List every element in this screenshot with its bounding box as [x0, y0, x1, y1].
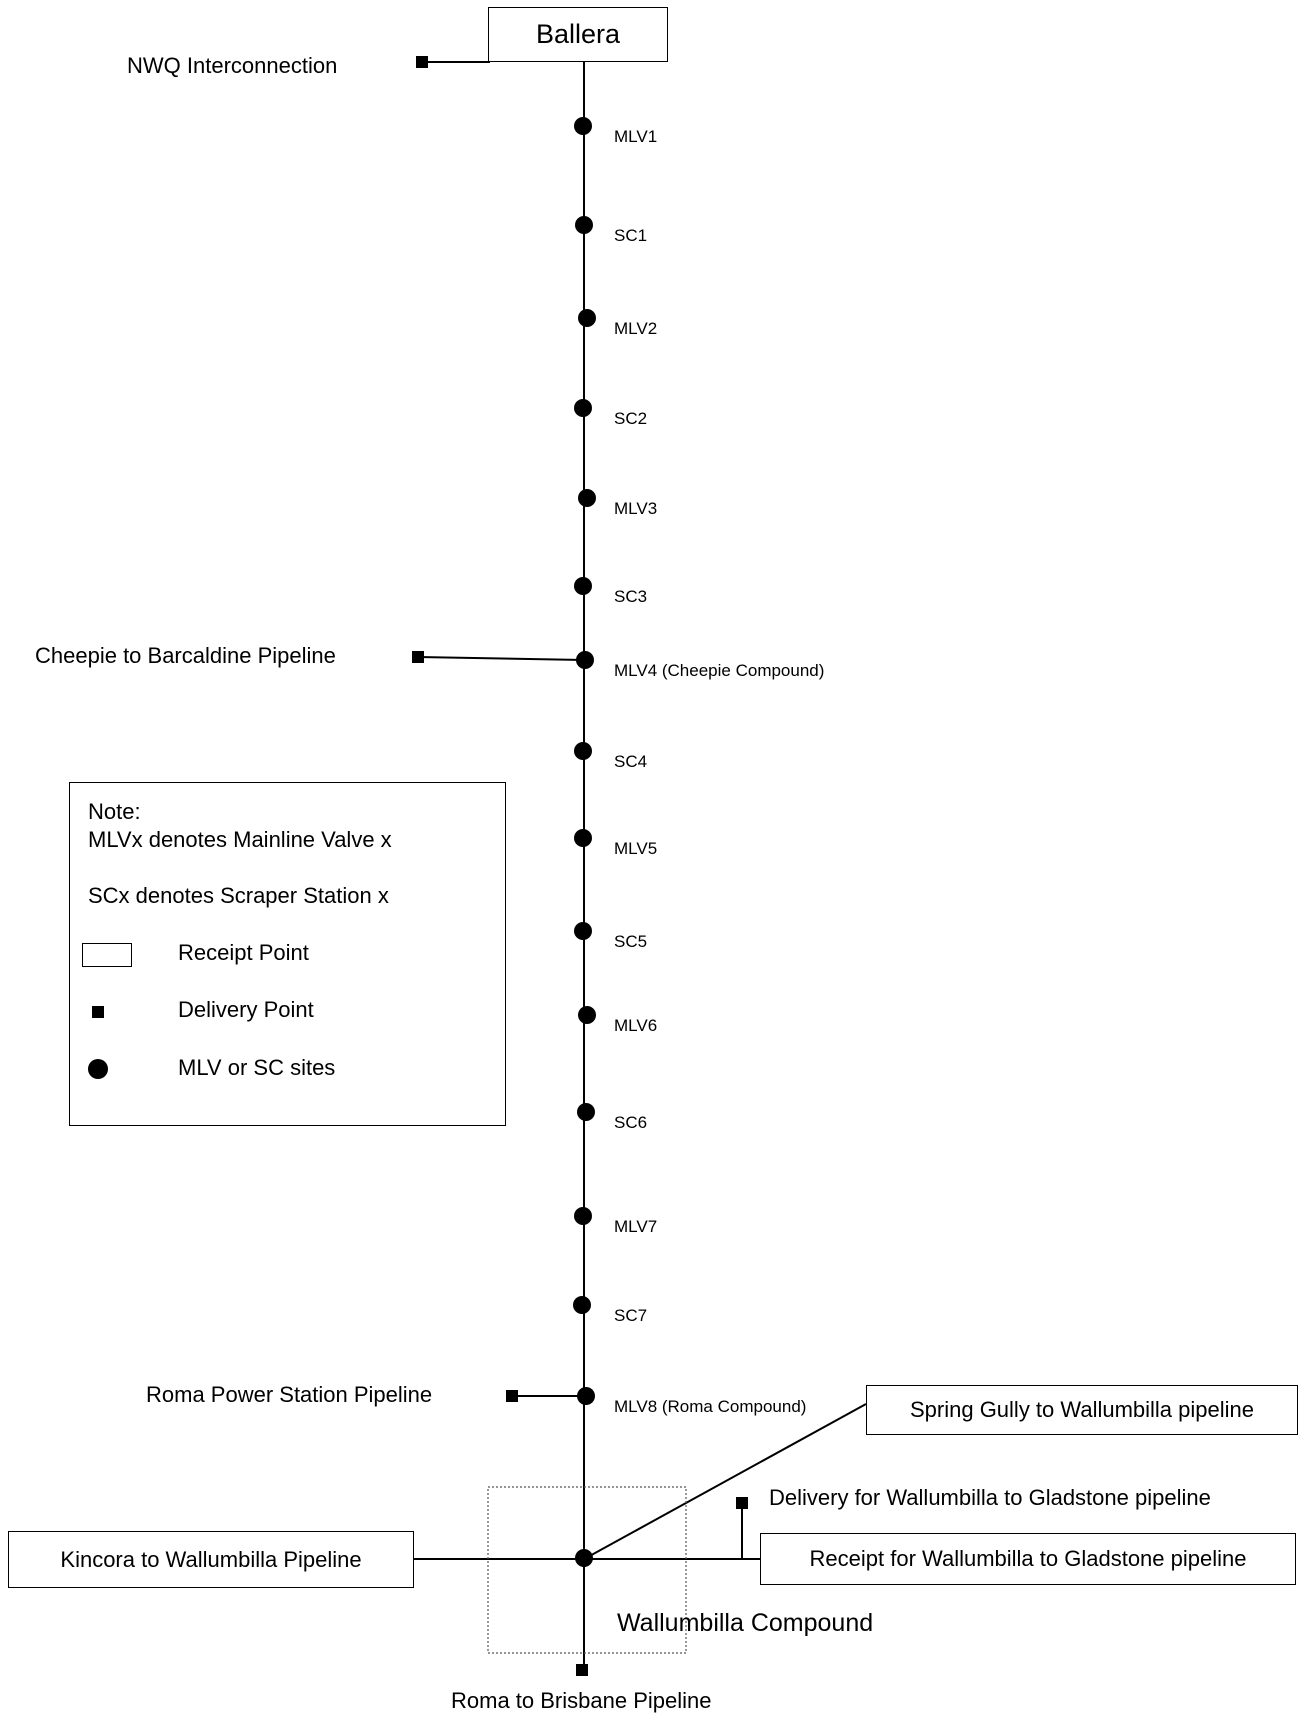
roma-power-delivery-point [506, 1390, 518, 1402]
gladstone-receipt-box: Receipt for Wallumbilla to Gladstone pip… [760, 1533, 1296, 1585]
cheepie-delivery-point [412, 651, 424, 663]
nwq-delivery-point [416, 56, 428, 68]
site-dot-sc1 [575, 216, 593, 234]
site-dot-mlv3 [578, 489, 596, 507]
site-dot-mlv7 [574, 1207, 592, 1225]
ballera-label: Ballera [535, 19, 621, 49]
site-dot-sc6 [577, 1103, 595, 1121]
site-dot-mlv8 [577, 1387, 595, 1405]
note-mlv-text: MLVx denotes Mainline Valve x [88, 827, 392, 852]
site-dot-mlv2 [578, 309, 596, 327]
note-sc-text: SCx denotes Scraper Station x [88, 883, 389, 908]
legend-note-box: Note: MLVx denotes Mainline Valve x SCx … [69, 782, 506, 1126]
nwq-label: NWQ Interconnection [127, 53, 338, 78]
site-dot-mlv6 [578, 1006, 596, 1024]
wallumbilla-compound-label: Wallumbilla Compound [617, 1609, 874, 1637]
site-label-sc2: SC2 [614, 409, 648, 428]
site-label-mlv7: MLV7 [614, 1217, 658, 1236]
gladstone-delivery-point [736, 1497, 748, 1509]
site-dot-mlv4 [576, 651, 594, 669]
wallumbilla-junction-dot [575, 1549, 593, 1567]
kincora-box: Kincora to Wallumbilla Pipeline [8, 1531, 414, 1588]
note-heading: Note: [88, 799, 141, 824]
site-label-mlv5: MLV5 [614, 839, 658, 858]
roma-power-label: Roma Power Station Pipeline [146, 1382, 433, 1407]
site-label-mlv4: MLV4 (Cheepie Compound) [614, 661, 825, 680]
wallumbilla-compound-box [487, 1486, 687, 1654]
site-dot-sc2 [574, 399, 592, 417]
site-label-sc3: SC3 [614, 587, 648, 606]
spring-gully-label: Spring Gully to Wallumbilla pipeline [909, 1397, 1254, 1422]
brisbane-delivery-point [576, 1664, 588, 1676]
site-label-mlv6: MLV6 [614, 1016, 658, 1035]
legend-receipt-symbol [82, 943, 132, 967]
site-label-sc7: SC7 [614, 1306, 648, 1325]
legend-site-symbol [88, 1059, 108, 1079]
spring-gully-line [585, 1403, 867, 1559]
site-dot-mlv5 [574, 829, 592, 847]
site-dots [573, 117, 596, 1405]
kincora-label: Kincora to Wallumbilla Pipeline [60, 1546, 362, 1572]
site-label-mlv3: MLV3 [614, 499, 658, 518]
cheepie-label: Cheepie to Barcaldine Pipeline [35, 643, 336, 668]
legend-site-label: MLV or SC sites [178, 1055, 336, 1080]
site-dot-sc5 [574, 922, 592, 940]
legend-delivery-label: Delivery Point [178, 997, 314, 1022]
legend-receipt-label: Receipt Point [178, 940, 309, 965]
brisbane-label: Roma to Brisbane Pipeline [451, 1688, 712, 1713]
site-label-mlv8: MLV8 (Roma Compound) [614, 1397, 807, 1416]
site-dot-sc4 [574, 742, 592, 760]
spring-gully-box: Spring Gully to Wallumbilla pipeline [866, 1385, 1298, 1435]
site-label-sc1: SC1 [614, 226, 648, 245]
site-dot-mlv1 [574, 117, 592, 135]
site-label-sc6: SC6 [614, 1113, 648, 1132]
cheepie-branch-line [417, 656, 585, 661]
legend-delivery-symbol [92, 1006, 104, 1018]
site-dot-sc7 [573, 1296, 591, 1314]
gladstone-receipt-label: Receipt for Wallumbilla to Gladstone pip… [809, 1546, 1247, 1571]
ballera-receipt-box: Ballera [488, 7, 668, 62]
site-label-mlv1: MLV1 [614, 127, 658, 146]
site-label-mlv2: MLV2 [614, 319, 658, 338]
site-label-sc5: SC5 [614, 932, 648, 951]
gladstone-delivery-label: Delivery for Wallumbilla to Gladstone pi… [769, 1485, 1211, 1510]
site-dot-sc3 [574, 577, 592, 595]
site-label-sc4: SC4 [614, 752, 648, 771]
